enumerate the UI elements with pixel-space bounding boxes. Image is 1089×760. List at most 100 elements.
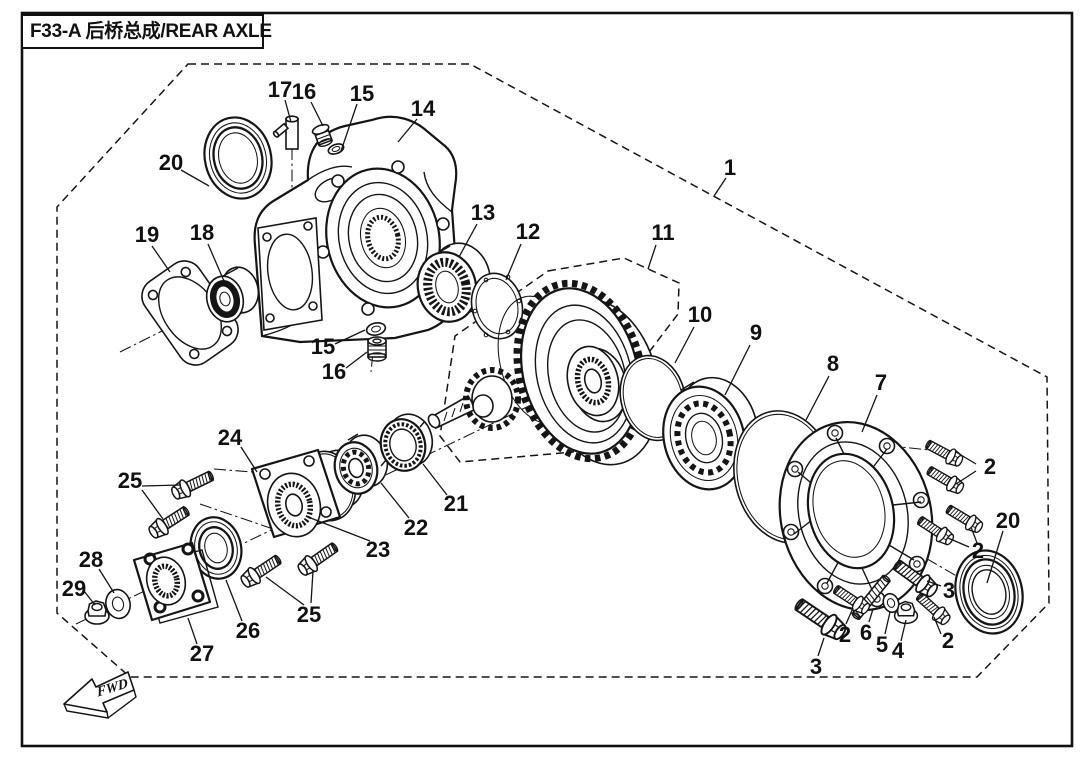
callout-label-2: 2 [839, 622, 851, 647]
callout-leader-2 [970, 526, 978, 544]
callout-label-12: 12 [516, 219, 540, 244]
callout-label-20: 20 [159, 150, 183, 175]
part-bearing-22 [333, 433, 389, 495]
callout-label-3: 3 [943, 578, 955, 603]
callout-label-10: 10 [688, 302, 712, 327]
callout-leader-4 [900, 619, 907, 642]
part-seal-20-left [203, 116, 273, 200]
callout-leader-15 [334, 329, 366, 345]
assembly-boundary-outline [56, 63, 1050, 678]
callout-label-25: 25 [297, 602, 321, 627]
callout-leader-23 [307, 516, 371, 542]
callout-leader-29 [83, 590, 96, 606]
callout-label-18: 18 [190, 220, 214, 245]
callout-leader-13 [458, 223, 478, 258]
callout-leader-9 [724, 344, 751, 396]
callout-leader-2 [933, 616, 942, 635]
callout-label-2: 2 [972, 538, 984, 563]
part-cover-7 [778, 420, 934, 612]
callout-leader-25 [141, 484, 182, 487]
page-frame [20, 11, 1074, 748]
callout-leader-14 [397, 118, 418, 143]
callout-label-21: 21 [444, 491, 468, 516]
callout-label-15: 15 [311, 334, 335, 359]
callout-leader-11 [647, 244, 657, 270]
callout-label-15: 15 [350, 81, 374, 106]
callout-leader-25 [310, 570, 314, 604]
callout-leader-20 [986, 530, 1004, 584]
part-diff-gear-11 [497, 279, 660, 466]
callout-label-14: 14 [411, 96, 436, 121]
callout-leader-17 [284, 99, 292, 123]
part-washer-5 [882, 592, 900, 614]
callout-leader-5 [884, 611, 891, 635]
callout-leader-25 [265, 576, 305, 606]
callout-label-6: 6 [860, 620, 872, 645]
part-flange-27 [132, 541, 219, 624]
callout-label-25: 25 [118, 468, 142, 493]
callout-label-5: 5 [876, 632, 888, 657]
callout-leader-28 [98, 568, 115, 594]
callout-leader-25 [141, 489, 164, 520]
callout-label-29: 29 [62, 576, 86, 601]
callout-label-22: 22 [404, 515, 428, 540]
callout-leader-2 [947, 537, 970, 548]
callout-label-16: 16 [322, 359, 346, 384]
callout-label-11: 11 [651, 220, 674, 245]
page-title: F33-A 后桥总成/REAR AXLE [21, 14, 272, 49]
callout-label-3: 3 [810, 654, 822, 679]
callout-leader-6 [868, 608, 874, 623]
callout-leader-24 [240, 446, 258, 473]
callout-leader-1 [713, 177, 727, 197]
callout-leader-16 [345, 351, 368, 369]
callout-label-26: 26 [236, 618, 260, 643]
part-seal-20-right [954, 549, 1024, 635]
callout-leader-19 [151, 245, 171, 273]
part-washer-15-top [327, 143, 345, 155]
callout-leader-21 [422, 463, 448, 496]
part-pinion-gear [427, 367, 521, 431]
callout-label-28: 28 [79, 547, 103, 572]
callout-label-19: 19 [135, 222, 159, 247]
callout-label-8: 8 [827, 351, 839, 376]
callout-label-9: 9 [750, 320, 762, 345]
callout-leader-26 [225, 579, 243, 622]
callout-leader-7 [861, 394, 878, 433]
part-plug-16-top [311, 123, 333, 147]
callout-label-17: 17 [268, 77, 292, 102]
callout-leader-2 [955, 451, 977, 465]
callout-leader-10 [674, 326, 695, 364]
callout-label-23: 23 [366, 537, 390, 562]
part-breather-17 [272, 115, 299, 150]
fwd-arrow: FWD [63, 671, 137, 719]
callout-label-27: 27 [190, 641, 214, 666]
part-housing-14 [253, 115, 459, 344]
callout-leader-20 [180, 169, 210, 187]
callout-label-7: 7 [875, 370, 887, 395]
callout-leader-12 [505, 243, 522, 281]
callout-leader-8 [805, 375, 830, 421]
callout-leader-2 [955, 470, 977, 485]
callout-label-13: 13 [471, 200, 495, 225]
callout-label-1: 1 [724, 155, 736, 180]
part-washer-15-bottom [365, 322, 387, 336]
callout-leader-15 [340, 103, 358, 152]
callout-leader-22 [380, 482, 410, 519]
part-washer-28 [105, 588, 131, 620]
callout-leader-3 [817, 637, 825, 657]
part-gasket-19 [141, 260, 239, 366]
callout-label-2: 2 [942, 628, 954, 653]
callout-leader-3 [926, 580, 942, 587]
callout-leader-27 [187, 617, 198, 645]
callout-label-4: 4 [892, 638, 905, 663]
part-seal-26 [189, 516, 243, 580]
callout-label-20: 20 [996, 508, 1020, 533]
callout-leader-2 [845, 607, 854, 625]
part-flange-24 [250, 448, 365, 539]
callout-label-16: 16 [292, 79, 316, 104]
part-bearing-18 [205, 266, 260, 323]
callout-label-2: 2 [984, 454, 996, 479]
